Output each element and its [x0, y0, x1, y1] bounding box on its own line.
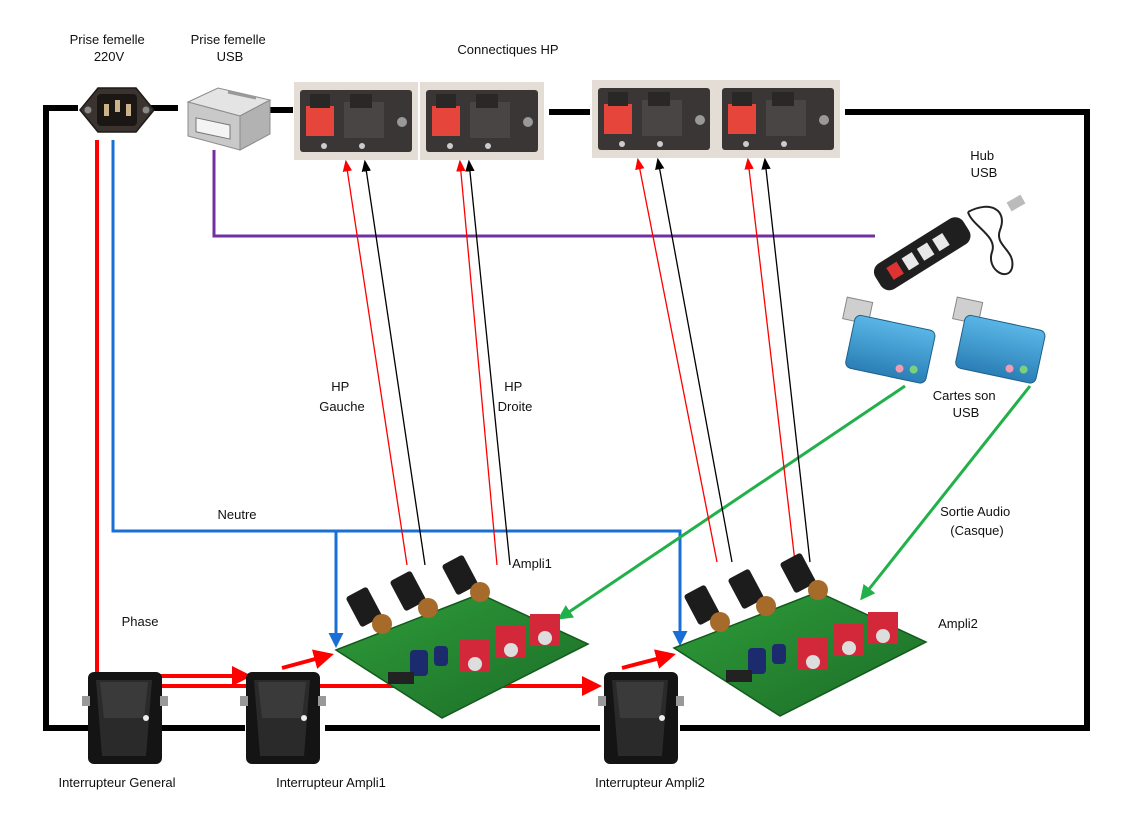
label-hp-gauche-line2: Gauche: [319, 399, 365, 414]
label-hp-gauche: HP Gauche: [319, 379, 365, 414]
label-ampli1: Ampli1: [512, 556, 552, 571]
speaker-terminal-icon: [716, 80, 840, 158]
label-sortie-audio-line1: Sortie Audio: [940, 504, 1010, 519]
label-prise-usb: Prise femelle USB: [191, 32, 270, 64]
label-hub-usb-line2: USB: [971, 165, 998, 180]
power-socket-icon: [79, 87, 155, 133]
label-connectiques-hp: Connectiques HP: [457, 42, 558, 57]
label-hp-droite: HP Droite: [498, 379, 533, 414]
label-neutre: Neutre: [217, 507, 256, 522]
usb-sound-card-icon: [842, 296, 936, 384]
enclosure-frame: [43, 105, 1090, 731]
label-phase: Phase: [122, 614, 159, 629]
label-cartes-son: Cartes son USB: [933, 388, 1000, 420]
usb-sound-card-icon: [952, 296, 1046, 384]
rocker-switch-icon: [598, 672, 684, 764]
phase-wires: [95, 140, 676, 696]
label-prise-usb-line1: Prise femelle: [191, 32, 266, 47]
label-hp-droite-line1: HP: [504, 379, 522, 394]
speaker-terminal-icon: [420, 82, 544, 160]
label-hp-droite-line2: Droite: [498, 399, 533, 414]
label-cartes-son-line2: USB: [953, 405, 980, 420]
label-prise-220v-line1: Prise femelle: [70, 32, 145, 47]
usb-socket-icon: [186, 87, 272, 151]
label-ampli2: Ampli2: [938, 616, 978, 631]
label-sortie-audio-line2: (Casque): [950, 523, 1003, 538]
rocker-switch-icon: [82, 672, 168, 764]
usb-hub-icon: [873, 194, 1026, 291]
label-prise-220v: Prise femelle 220V: [70, 32, 149, 64]
rocker-switch-icon: [240, 672, 326, 764]
neutre-wires: [111, 140, 688, 648]
label-hub-usb-line1: Hub: [970, 148, 994, 163]
label-sortie-audio: Sortie Audio (Casque): [940, 504, 1014, 538]
label-hp-gauche-line1: HP: [331, 379, 349, 394]
label-interrupteur-ampli1: Interrupteur Ampli1: [276, 775, 386, 790]
label-prise-220v-line2: 220V: [94, 49, 125, 64]
label-prise-usb-line2: USB: [217, 49, 244, 64]
audio-wires: [557, 384, 1032, 620]
usb-hub-wire: [212, 150, 875, 238]
amplifier-board-icon: [672, 553, 928, 717]
speaker-terminal-icon: [592, 80, 716, 158]
label-cartes-son-line1: Cartes son: [933, 388, 996, 403]
speaker-wires: [342, 157, 811, 566]
amplifier-board-icon: [334, 555, 590, 719]
label-hub-usb: Hub USB: [970, 148, 997, 180]
label-interrupteur-ampli2: Interrupteur Ampli2: [595, 775, 705, 790]
label-interrupteur-general: Interrupteur General: [58, 775, 175, 790]
speaker-terminal-icon: [294, 82, 418, 160]
